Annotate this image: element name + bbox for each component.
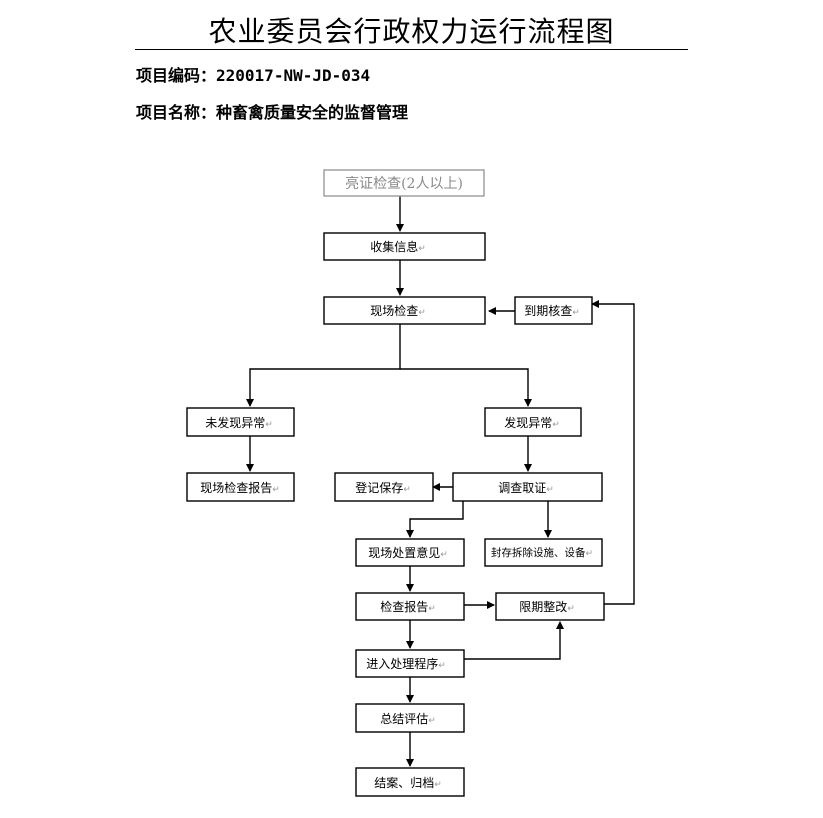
svg-text:现场检查报告↵: 现场检查报告↵ [200, 480, 280, 495]
edge-n3-n6 [400, 368, 532, 407]
project-name-label: 项目名称： [136, 103, 217, 122]
edge-n3-n5 [246, 324, 401, 407]
project-name-line: 项目名称：种畜禽质量安全的监督管理 [136, 99, 408, 123]
para-mark: ↵ [438, 661, 446, 671]
project-name-value: 种畜禽质量安全的监督管理 [216, 103, 409, 122]
para-mark: ↵ [418, 244, 426, 254]
svg-text:发现异常↵: 发现异常↵ [504, 415, 560, 430]
node-n7-label: 现场检查报告 [200, 480, 272, 495]
para-mark: ↵ [272, 485, 280, 495]
node-n9: 调查取证↵ [452, 472, 603, 502]
svg-text:进入处理程序↵: 进入处理程序↵ [366, 656, 446, 671]
node-n4: 到期核查↵ [514, 296, 593, 325]
node-n14-label: 进入处理程序 [366, 656, 438, 671]
svg-text:到期核查↵: 到期核查↵ [524, 304, 580, 318]
project-code-label: 项目编码： [136, 66, 217, 85]
para-mark: ↵ [572, 308, 580, 318]
node-n16-label: 结案、归档 [374, 775, 434, 790]
edge-n14-n13 [464, 621, 564, 660]
node-n2-label: 收集信息 [370, 239, 418, 254]
node-n10: 现场处置意见↵ [355, 538, 465, 567]
node-n1-label: 亮证检查(2人以上) [345, 175, 463, 192]
para-mark: ↵ [265, 420, 273, 430]
node-n2: 收集信息↵ [323, 232, 486, 261]
node-n13-label: 限期整改 [519, 599, 567, 614]
para-mark: ↵ [546, 485, 554, 495]
node-n7: 现场检查报告↵ [186, 472, 295, 502]
edge-n13-n4 [591, 300, 635, 605]
edge-n9-n10 [406, 501, 464, 538]
para-mark: ↵ [428, 604, 436, 614]
node-n10-label: 现场处置意见 [368, 545, 440, 560]
svg-text:调查取证↵: 调查取证↵ [498, 481, 554, 495]
title-underline [135, 49, 688, 50]
para-mark: ↵ [434, 780, 442, 790]
node-n5-label: 未发现异常 [205, 415, 265, 430]
node-n11: 封存拆除设施、设备↵ [484, 538, 603, 567]
node-n6-label: 发现异常 [504, 415, 552, 430]
svg-text:封存拆除设施、设备↵: 封存拆除设施、设备↵ [491, 546, 593, 559]
node-n13: 限期整改↵ [495, 592, 605, 621]
node-n12: 检查报告↵ [355, 592, 465, 621]
project-code-line: 项目编码：220017-NW-JD-034 [136, 62, 370, 86]
para-mark: ↵ [440, 550, 448, 560]
node-n1: 亮证检查(2人以上) [323, 169, 485, 197]
node-n8: 登记保存↵ [334, 472, 434, 502]
node-n8-label: 登记保存 [355, 480, 403, 495]
node-n14: 进入处理程序↵ [355, 649, 465, 678]
node-n3: 现场检查↵ [323, 296, 486, 325]
flow-edges [246, 196, 635, 767]
para-mark: ↵ [552, 420, 560, 430]
project-code-value: 220017-NW-JD-034 [216, 66, 371, 85]
svg-text:现场检查↵: 现场检查↵ [370, 303, 426, 318]
svg-text:限期整改↵: 限期整改↵ [519, 599, 575, 614]
node-n15-label: 总结评估 [380, 712, 428, 726]
svg-text:收集信息↵: 收集信息↵ [370, 239, 426, 254]
svg-text:未发现异常↵: 未发现异常↵ [205, 415, 273, 430]
svg-text:现场处置意见↵: 现场处置意见↵ [368, 545, 448, 560]
node-n15: 总结评估↵ [355, 703, 465, 733]
para-mark: ↵ [403, 485, 411, 495]
para-mark: ↵ [585, 549, 593, 559]
node-n3-label: 现场检查 [370, 303, 418, 318]
svg-text:总结评估↵: 总结评估↵ [380, 712, 436, 726]
svg-text:登记保存↵: 登记保存↵ [355, 480, 411, 495]
node-n5: 未发现异常↵ [186, 407, 295, 437]
node-n9-label: 调查取证 [498, 481, 546, 495]
node-n12-label: 检查报告 [380, 599, 428, 614]
node-n11-label: 封存拆除设施、设备 [491, 546, 586, 559]
para-mark: ↵ [567, 604, 575, 614]
para-mark: ↵ [418, 308, 426, 318]
svg-text:检查报告↵: 检查报告↵ [380, 599, 436, 614]
svg-text:结案、归档↵: 结案、归档↵ [374, 775, 442, 790]
node-n16: 结案、归档↵ [355, 767, 465, 797]
node-n6: 发现异常↵ [484, 407, 582, 437]
node-n4-label: 到期核查 [524, 304, 572, 318]
page-title: 农业委员会行政权力运行流程图 [208, 15, 615, 48]
para-mark: ↵ [428, 716, 436, 726]
